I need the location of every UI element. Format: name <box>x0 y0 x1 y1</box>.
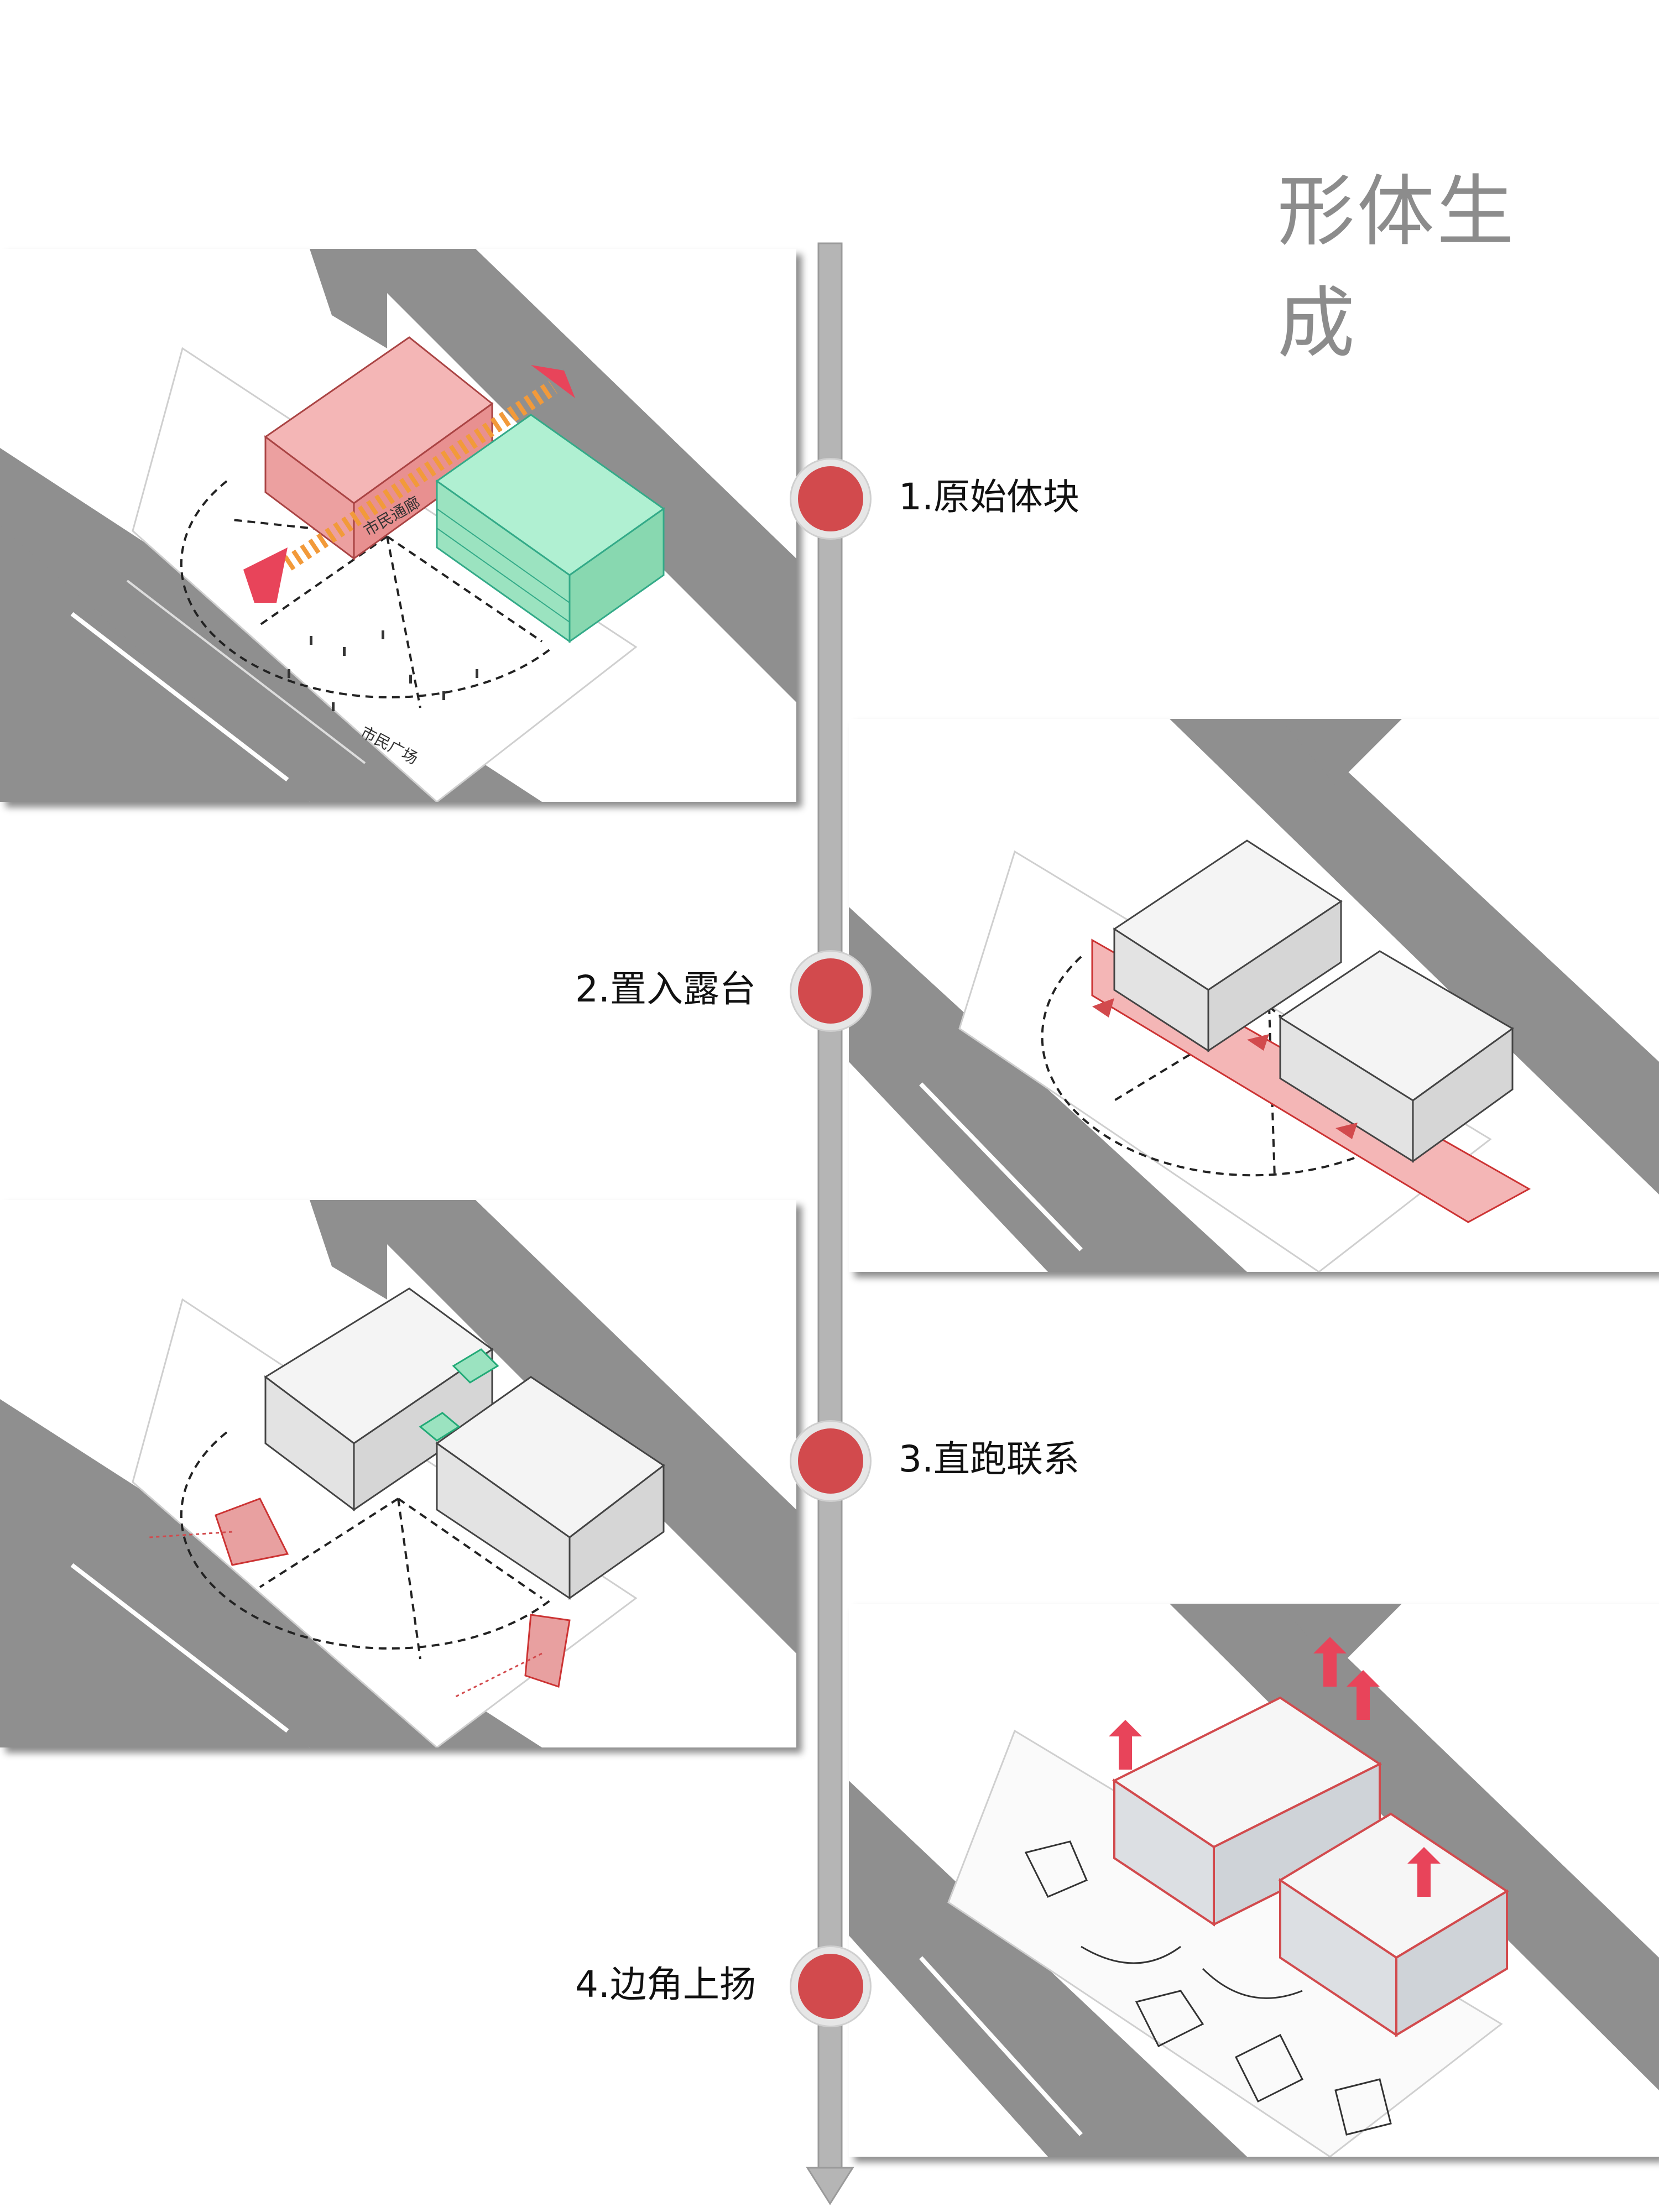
stair-green-2 <box>419 1412 461 1442</box>
stair-green-1 <box>452 1348 499 1384</box>
block-2 <box>1279 950 1514 1163</box>
block-2 <box>435 1376 665 1600</box>
diagram-panel-3 <box>0 1200 796 1747</box>
step-marker-1 <box>791 460 870 538</box>
up-arrow-3 <box>1347 1670 1380 1720</box>
diagram-panel-1: 市民通廊 市民广场 <box>0 249 796 802</box>
up-arrow-2 <box>1313 1637 1347 1687</box>
step-label-2: 2.置入露台 <box>575 968 756 1010</box>
stair-red-1 <box>215 1498 289 1566</box>
page-title: 形体生成 <box>1277 167 1517 369</box>
block-1 <box>1112 1696 1382 1927</box>
step-label-3: 3.直跑联系 <box>899 1438 1079 1480</box>
stair-red-2 <box>524 1614 571 1688</box>
step-label-1: 1.原始体块 <box>899 476 1079 518</box>
massing-diagram-raised-corners <box>849 1604 1659 2157</box>
up-arrow-1 <box>1109 1720 1142 1770</box>
diagram-panel-4 <box>849 1604 1659 2157</box>
timeline-arrowhead <box>806 2167 854 2205</box>
massing-diagram-staircase <box>0 1200 796 1747</box>
up-arrow-4 <box>1407 1847 1441 1897</box>
massing-diagram-original: 市民通廊 市民广场 <box>0 249 796 802</box>
block-1 <box>1113 839 1343 1052</box>
step-marker-3 <box>791 1422 870 1500</box>
block-2 <box>1278 1812 1509 2037</box>
diagram-panel-2 <box>849 719 1659 1272</box>
step-label-4: 4.边角上扬 <box>575 1963 756 2006</box>
step-marker-2 <box>791 952 870 1030</box>
massing-diagram-terrace <box>849 719 1659 1272</box>
passage-arrow <box>243 365 575 603</box>
green-block <box>435 414 665 643</box>
step-marker-4 <box>791 1947 870 2026</box>
